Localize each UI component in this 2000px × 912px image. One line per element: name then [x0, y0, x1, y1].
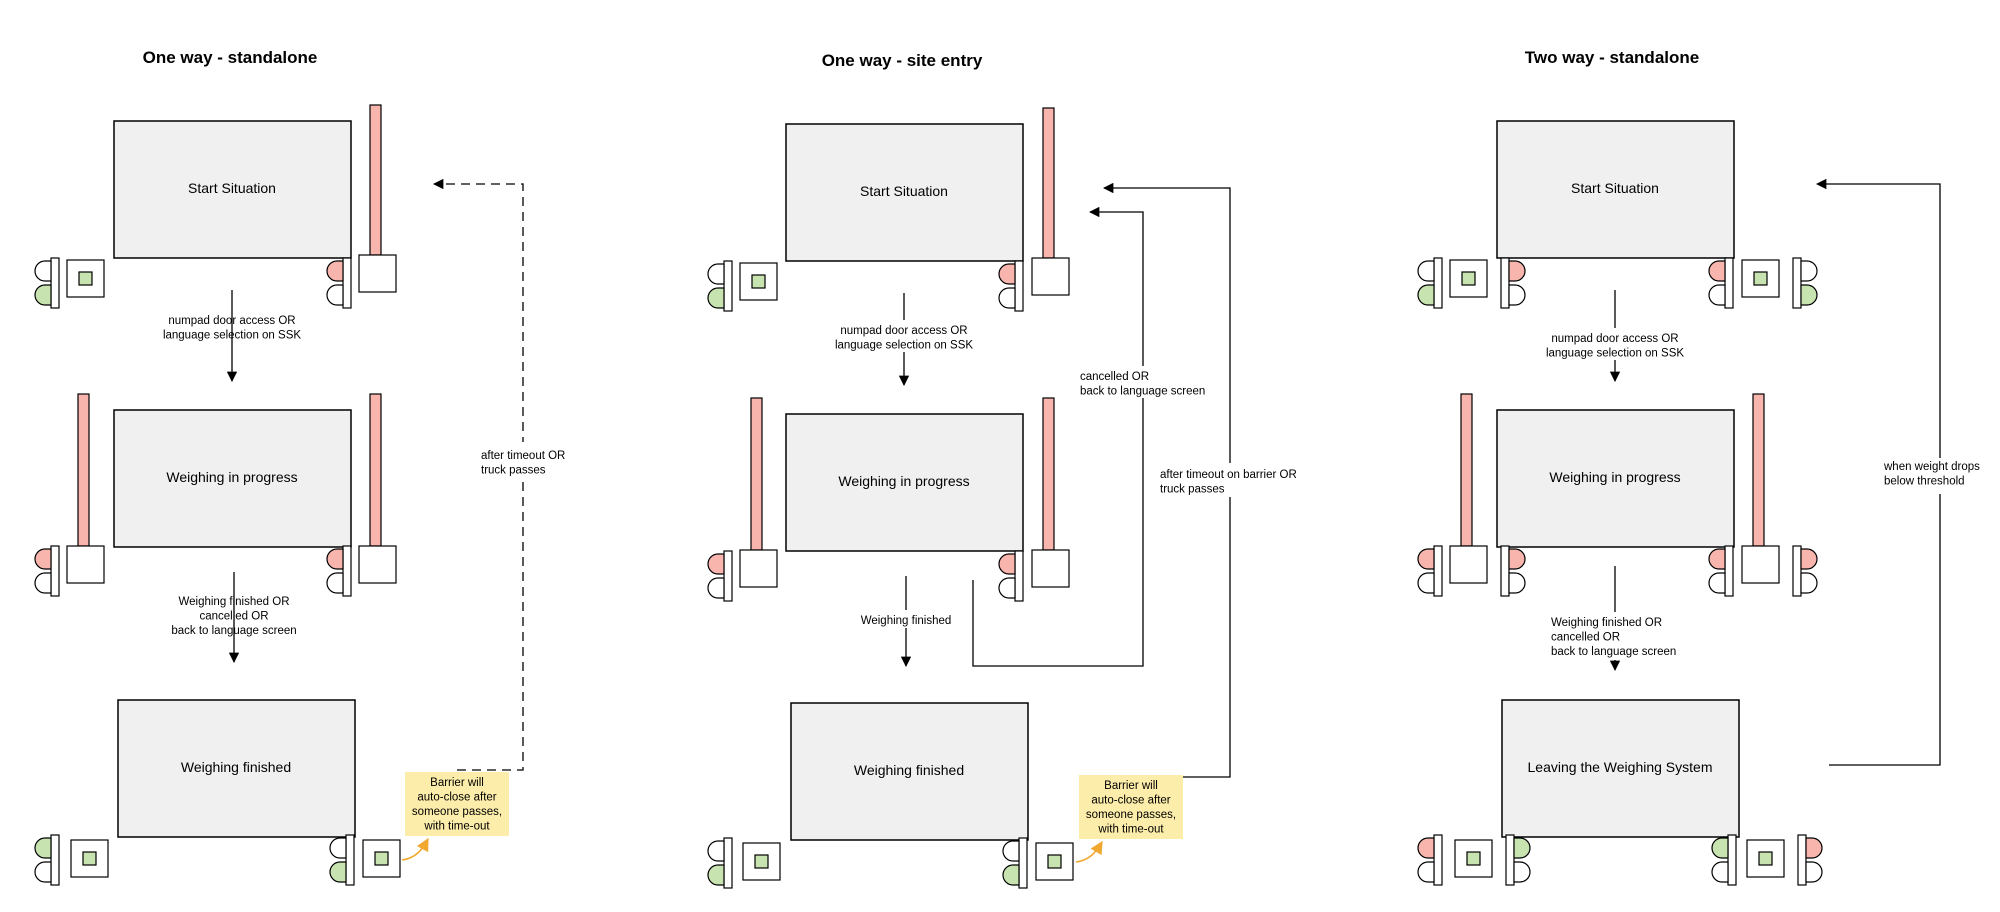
panel-title: One way - site entry — [822, 51, 983, 70]
state-label: Weighing finished — [854, 762, 964, 778]
barrier-icon — [1741, 393, 1780, 584]
state-weighing-finished: Weighing finished — [117, 699, 356, 838]
traffic-light-icon — [998, 550, 1024, 602]
traffic-light-icon — [1417, 545, 1443, 597]
reader-icon — [1449, 259, 1488, 298]
state-weighing-in-progress: Weighing in progress — [113, 409, 352, 548]
traffic-light-icon — [34, 834, 60, 886]
traffic-light-icon — [326, 545, 352, 597]
traffic-light-icon — [1711, 834, 1737, 886]
transition-label: Weighing finished — [861, 615, 952, 627]
barrier-icon — [66, 393, 105, 584]
state-label: Leaving the Weighing System — [1528, 759, 1713, 775]
state-leaving: Leaving the Weighing System — [1501, 699, 1740, 838]
state-label: Weighing in progress — [838, 473, 969, 489]
note-arrow — [1075, 840, 1103, 863]
traffic-light-icon — [1797, 834, 1823, 886]
panel-title: One way - standalone — [143, 48, 318, 67]
panel-one-way-site-entry: One way - site entry Start Situation Wei… — [707, 51, 1308, 889]
reader-icon — [1035, 842, 1074, 881]
traffic-light-icon — [1500, 257, 1526, 309]
traffic-light-icon — [707, 260, 733, 312]
traffic-light-icon — [707, 550, 733, 602]
traffic-light-icon — [1708, 545, 1734, 597]
barrier-icon — [1449, 393, 1488, 584]
loop-back-arrow — [432, 178, 524, 771]
barrier-icon — [358, 104, 397, 293]
panel-one-way-standalone: One way - standalone Start Situation Wei… — [34, 48, 571, 886]
barrier-icon — [739, 397, 778, 588]
note-arrow — [401, 837, 429, 861]
traffic-light-icon — [1505, 834, 1531, 886]
state-label: Weighing finished — [181, 759, 291, 775]
state-start: Start Situation — [785, 123, 1024, 262]
state-weighing-in-progress: Weighing in progress — [1496, 409, 1735, 548]
traffic-light-icon — [998, 260, 1024, 312]
traffic-light-icon — [34, 545, 60, 597]
state-label: Weighing in progress — [166, 469, 297, 485]
reader-icon — [742, 842, 781, 881]
traffic-light-icon — [1002, 837, 1028, 889]
barrier-icon — [1031, 107, 1070, 296]
reader-icon — [1454, 839, 1493, 878]
traffic-light-icon — [1708, 257, 1734, 309]
traffic-light-icon — [1792, 545, 1818, 597]
traffic-light-icon — [1417, 834, 1443, 886]
state-start: Start Situation — [113, 120, 352, 259]
panel-two-way-standalone: Two way - standalone Start Situation Wei… — [1417, 48, 1995, 886]
traffic-light-icon — [326, 257, 352, 309]
barrier-icon — [1031, 397, 1070, 588]
state-label: Start Situation — [860, 183, 948, 199]
traffic-light-icon — [1500, 545, 1526, 597]
reader-icon — [1746, 839, 1785, 878]
reader-icon — [362, 839, 401, 878]
reader-icon — [70, 839, 109, 878]
panel-title: Two way - standalone — [1525, 48, 1699, 67]
traffic-light-icon — [1417, 257, 1443, 309]
barrier-icon — [358, 393, 397, 584]
state-label: Start Situation — [188, 180, 276, 196]
traffic-light-icon — [1792, 257, 1818, 309]
traffic-light-icon — [707, 837, 733, 889]
traffic-light-icon — [34, 257, 60, 309]
cancel-arrow — [972, 206, 1144, 667]
traffic-light-icon — [329, 834, 355, 886]
state-weighing-in-progress: Weighing in progress — [785, 413, 1024, 552]
state-weighing-finished: Weighing finished — [790, 702, 1029, 841]
reader-icon — [66, 259, 105, 298]
state-label: Weighing in progress — [1549, 469, 1680, 485]
state-start: Start Situation — [1496, 120, 1735, 259]
state-label: Start Situation — [1571, 180, 1659, 196]
reader-icon — [1741, 259, 1780, 298]
reader-icon — [739, 262, 778, 301]
